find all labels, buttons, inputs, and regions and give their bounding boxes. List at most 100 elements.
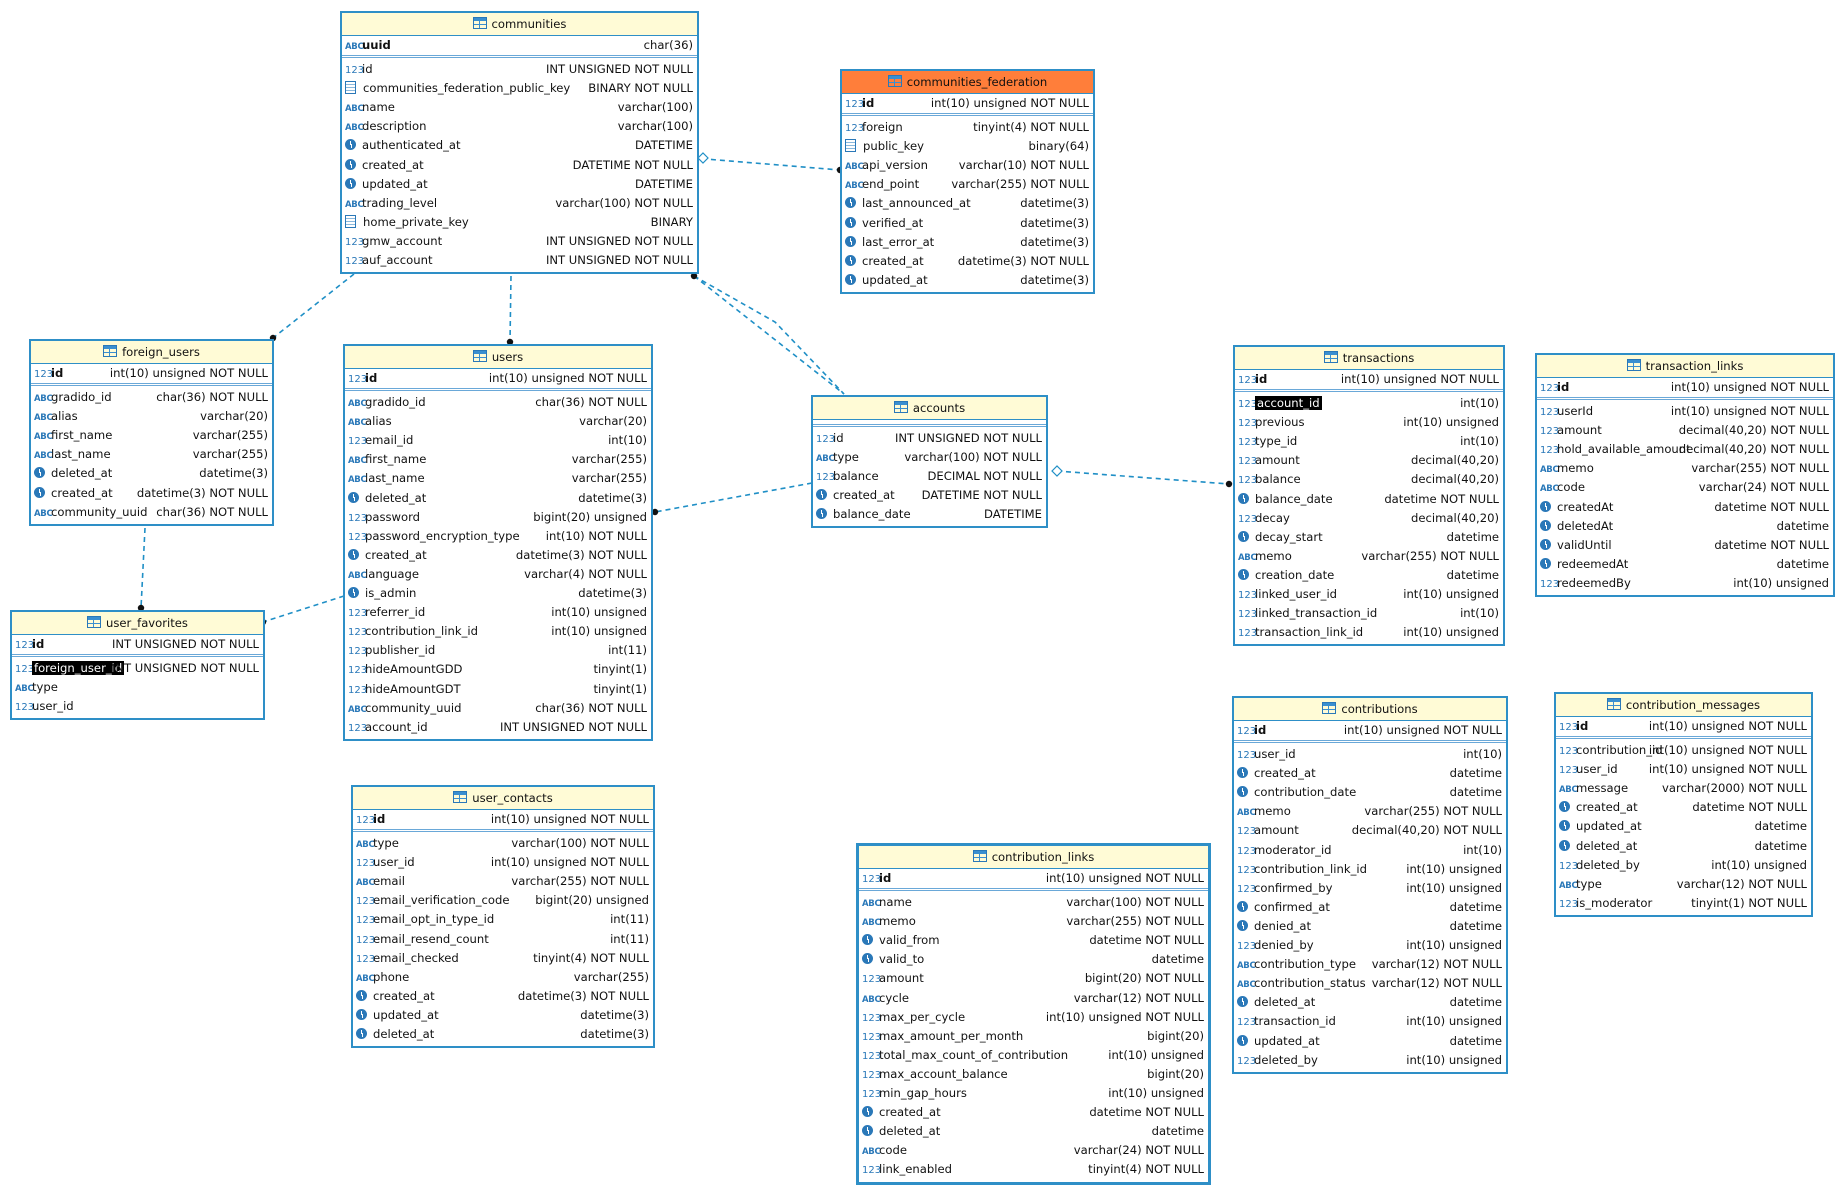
table-header[interactable]: users (345, 346, 651, 369)
table-header[interactable]: communities_federation (842, 71, 1093, 94)
table-header[interactable]: accounts (813, 397, 1046, 420)
table-header[interactable]: contribution_links (859, 846, 1208, 869)
table-header[interactable]: communities (342, 13, 697, 36)
table-header[interactable]: foreign_users (31, 341, 272, 364)
table-header[interactable]: user_contacts (353, 787, 653, 810)
table-column[interactable]: 123user_id (12, 697, 263, 716)
table-column[interactable]: ABCtype (12, 678, 263, 697)
table-header[interactable]: user_favorites (12, 612, 263, 635)
